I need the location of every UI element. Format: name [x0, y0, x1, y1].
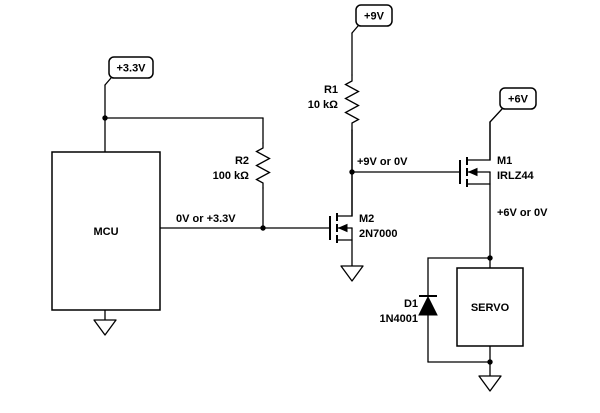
diode-triangle: [418, 295, 438, 316]
junction-dot: [487, 359, 493, 365]
voltage-flag-box: [499, 87, 537, 110]
servo-box: [456, 267, 524, 347]
ground-symbols: [93, 265, 502, 392]
net-label-mcu-output: 0V or +3.3V: [176, 213, 236, 225]
r1-ref: R1: [324, 84, 338, 96]
mcu-box: [51, 151, 161, 311]
junction-dots: [102, 115, 493, 365]
component-d1: D1 1N4001: [379, 295, 438, 325]
mosfet-drain-lead: [466, 121, 491, 161]
ground-symbol-servo: [478, 375, 502, 392]
d1-value: 1N4001: [379, 313, 418, 325]
power-flag-6v: +6V: [489, 87, 537, 123]
component-servo: SERVO: [456, 267, 524, 347]
component-r2: R2 100 kΩ: [213, 142, 271, 189]
junction-dot: [349, 169, 355, 175]
m1-ref: M1: [497, 155, 512, 167]
flag-tail: [489, 108, 503, 123]
m1-value: IRLZ44: [497, 170, 535, 182]
servo-label: SERVO: [471, 302, 510, 314]
power-flag-3v3: +3.3V: [104, 56, 154, 86]
m2-value: 2N7000: [359, 228, 398, 240]
r1-value: 10 kΩ: [308, 99, 338, 111]
component-r1: R1 10 kΩ: [308, 74, 360, 131]
mosfet-arrow: [337, 223, 348, 233]
net-labels: 0V or +3.3V +9V or 0V +6V or 0V: [176, 156, 548, 225]
component-mcu: MCU: [51, 151, 161, 311]
flag-tail: [104, 77, 112, 86]
mcu-label: MCU: [93, 226, 118, 238]
resistor-zigzag: [344, 74, 360, 131]
power-flag-9v: +9V: [351, 4, 393, 34]
net-label-m1-source: +6V or 0V: [497, 207, 548, 219]
resistor-zigzag: [255, 142, 271, 189]
ground-symbol-mcu: [93, 319, 117, 336]
m2-ref: M2: [359, 213, 374, 225]
voltage-flag-label: +9V: [364, 11, 385, 23]
mosfet-arrow: [467, 167, 478, 177]
voltage-flag-label: +6V: [508, 94, 529, 106]
junction-dot: [260, 225, 266, 231]
component-m2: M2 2N7000: [329, 129, 398, 243]
ground-symbol-m2: [340, 265, 364, 282]
net-label-m2-drain: +9V or 0V: [357, 156, 408, 168]
voltage-flag-box: [355, 4, 393, 27]
voltage-flag-label: +3.3V: [116, 63, 146, 75]
r2-value: 100 kΩ: [213, 170, 250, 182]
voltage-flag-box: [108, 56, 154, 79]
component-m1: M1 IRLZ44: [459, 121, 535, 187]
wire-node-to-d1: [427, 257, 491, 297]
junction-dot: [487, 255, 493, 261]
wires: [104, 32, 491, 377]
flag-tail: [351, 25, 359, 34]
d1-ref: D1: [404, 298, 418, 310]
r2-ref: R2: [235, 155, 249, 167]
mosfet-drain-lead: [336, 129, 353, 217]
junction-dot: [102, 115, 108, 121]
